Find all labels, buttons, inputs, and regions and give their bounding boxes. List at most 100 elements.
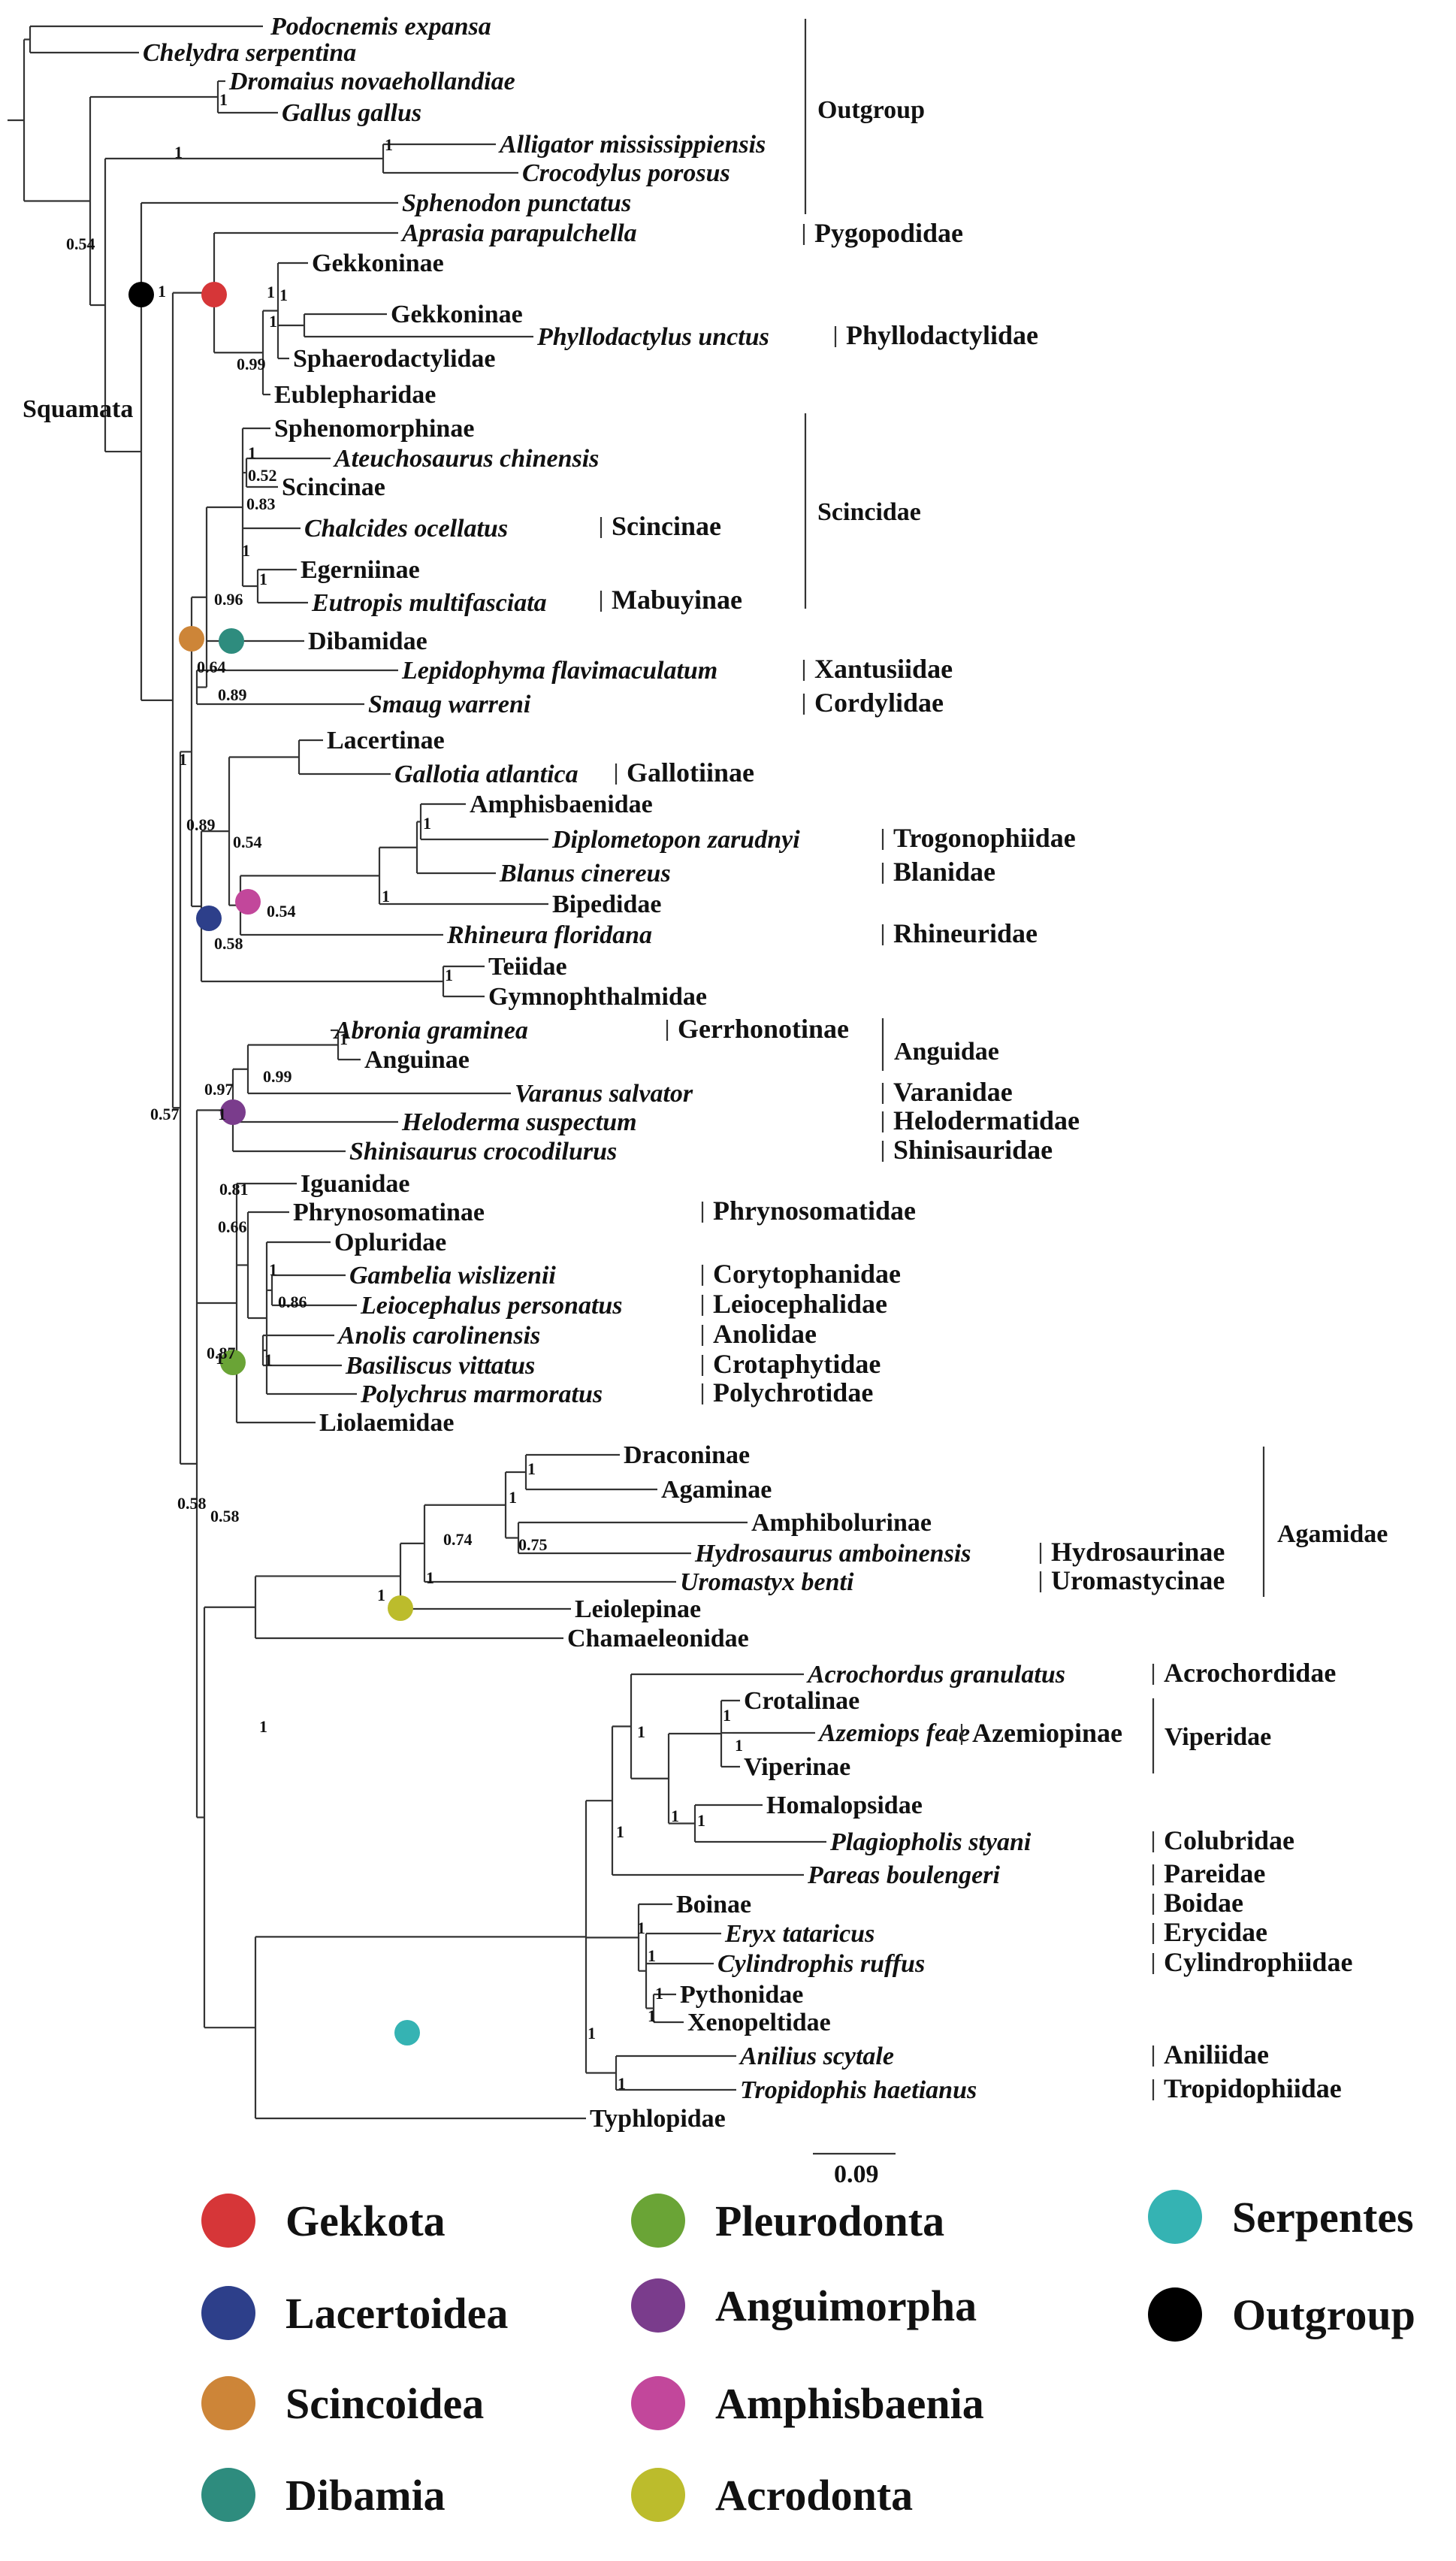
node-marker-dibamia [219, 628, 244, 654]
support-value: 0.64 [197, 658, 226, 676]
legend-label: Anguimorpha [715, 2281, 977, 2330]
tip-label-eublepharidae: Eublepharidae [274, 381, 436, 409]
support-value: 1 [588, 2024, 596, 2042]
tip-label-pareas: Pareas boulengeri [807, 1861, 1001, 1889]
legend-item-lacertoidea: Lacertoidea [201, 2286, 508, 2340]
group-label-anguidae: Anguidae [894, 1038, 999, 1066]
family-label: Xantusiidae [814, 654, 953, 684]
legend-item-acrodonta: Acrodonta [631, 2468, 913, 2522]
tip-label-phyllodactylus: Phyllodactylus unctus [536, 323, 769, 351]
tip-label-alligator: Alligator mississippiensis [498, 131, 766, 159]
legend-label: Scincoidea [285, 2378, 485, 2428]
family-label: Cordylidae [814, 688, 944, 718]
clade-brackets [804, 19, 1265, 1773]
legend-label: Amphisbaenia [715, 2378, 984, 2428]
tip-label-egerniinae: Egerniinae [301, 556, 420, 584]
family-label: Gerrhonotinae [678, 1014, 849, 1044]
support-value: 1 [269, 1260, 277, 1279]
tip-label-dibamidae: Dibamidae [308, 627, 427, 655]
tip-label-aprasia: Aprasia parapulchella [400, 219, 637, 247]
family-label: Uromastycinae [1051, 1565, 1225, 1595]
support-value: 1 [264, 1350, 273, 1369]
family-label: Pareidae [1164, 1858, 1265, 1888]
tip-label-lacertinae: Lacertinae [327, 727, 445, 754]
tip-label-azemiops: Azemiops feae [817, 1719, 970, 1747]
tip-label-ateuchosaurus: Ateuchosaurus chinensis [333, 445, 599, 473]
tip-label-leiolepinae: Leiolepinae [575, 1595, 701, 1623]
tip-label-podocnemis: Podocnemis expansa [270, 13, 491, 41]
tip-label-scincinae: Scincinae [282, 473, 385, 501]
legend-item-outgroup: Outgroup [1148, 2287, 1415, 2342]
tip-label-agaminae: Agaminae [661, 1476, 772, 1504]
family-label: Phyllodactylidae [846, 320, 1038, 350]
tip-label-gallotia: Gallotia atlantica [394, 760, 578, 788]
family-label: Gallotiinae [627, 757, 754, 788]
support-value: 1 [671, 1807, 679, 1825]
support-value: 0.57 [150, 1105, 180, 1123]
family-label: Scincinae [612, 511, 721, 541]
node-marker-serpentes [394, 2020, 420, 2045]
node-marker-lacertoidea [196, 906, 222, 931]
support-value: 1 [648, 1946, 656, 1965]
family-label: Polychrotidae [713, 1377, 873, 1407]
group-label-scincidae: Scincidae [817, 498, 921, 526]
tip-label-crotalinae: Crotalinae [744, 1687, 859, 1715]
tip-label-draconinae: Draconinae [624, 1441, 750, 1469]
tip-label-blanus: Blanus cinereus [499, 860, 671, 887]
family-label: Acrochordidae [1164, 1658, 1336, 1688]
support-value: 0.58 [177, 1494, 207, 1513]
legend-swatch [201, 2286, 255, 2340]
legend-item-gekkota: Gekkota [201, 2194, 446, 2248]
family-label: Erycidae [1164, 1917, 1267, 1947]
support-value: 1 [637, 1918, 645, 1937]
legend-label: Outgroup [1232, 2290, 1415, 2339]
support-value: 0.89 [218, 685, 247, 704]
tip-label-heloderma: Heloderma suspectum [401, 1108, 637, 1136]
support-value: 0.75 [518, 1535, 548, 1554]
legend-label: Pleurodonta [715, 2196, 945, 2245]
tip-label-abronia: Abronia graminea [333, 1017, 528, 1045]
legend-label: Lacertoidea [285, 2288, 509, 2338]
support-value: 0.83 [246, 494, 276, 513]
legend-item-serpentes: Serpentes [1148, 2190, 1414, 2244]
support-value: 0.81 [219, 1180, 249, 1199]
family-label: Aniliidae [1164, 2039, 1269, 2070]
tip-label-lepidophyma: Lepidophyma flavimaculatum [401, 657, 717, 685]
family-label: Phrynosomatidae [713, 1196, 916, 1226]
node-marker-outgroup [128, 282, 154, 307]
family-label: Leiocephalidae [713, 1289, 887, 1319]
tip-label-opluridae: Opluridae [334, 1229, 446, 1256]
support-value: 0.97 [204, 1080, 234, 1099]
support-value: 0.54 [66, 234, 95, 253]
family-label: Varanidae [893, 1077, 1013, 1107]
support-value: 0.66 [218, 1217, 247, 1236]
support-value: 1 [218, 1105, 226, 1123]
support-value: 0.99 [237, 355, 266, 373]
support-value: 1 [426, 1568, 434, 1587]
support-value: 1 [259, 570, 267, 588]
tip-label-gallus: Gallus gallus [282, 99, 421, 127]
tip-label-acrochordus: Acrochordus granulatus [806, 1661, 1065, 1689]
family-label: Crotaphytidae [713, 1349, 881, 1379]
tip-label-gymnophthalmidae: Gymnophthalmidae [488, 983, 707, 1011]
support-value: 1 [648, 2006, 656, 2025]
legend-swatch [201, 2468, 255, 2522]
tip-label-eryx: Eryx tataricus [724, 1920, 875, 1948]
support-value: 1 [382, 887, 390, 906]
legend-item-anguimorpha: Anguimorpha [631, 2278, 977, 2333]
support-value: 1 [279, 286, 288, 304]
tip-label-boinae: Boinae [676, 1891, 751, 1918]
support-value: 0.87 [207, 1344, 236, 1362]
family-label: Corytophanidae [713, 1259, 901, 1289]
family-label: Shinisauridae [893, 1135, 1053, 1165]
family-label: Hydrosaurinae [1051, 1537, 1225, 1567]
tip-label-gambelia: Gambelia wislizenii [349, 1262, 556, 1290]
tip-label-bipedidae: Bipedidae [552, 890, 661, 918]
family-labels: PygopodidaePhyllodactylidaeScincinaeMabu… [600, 218, 1352, 2103]
support-value: 1 [259, 1717, 267, 1736]
node-marker-acrodonta [388, 1595, 413, 1621]
support-value: 1 [655, 1984, 663, 2003]
support-value: 1 [723, 1706, 731, 1725]
support-value: 1 [423, 814, 431, 833]
